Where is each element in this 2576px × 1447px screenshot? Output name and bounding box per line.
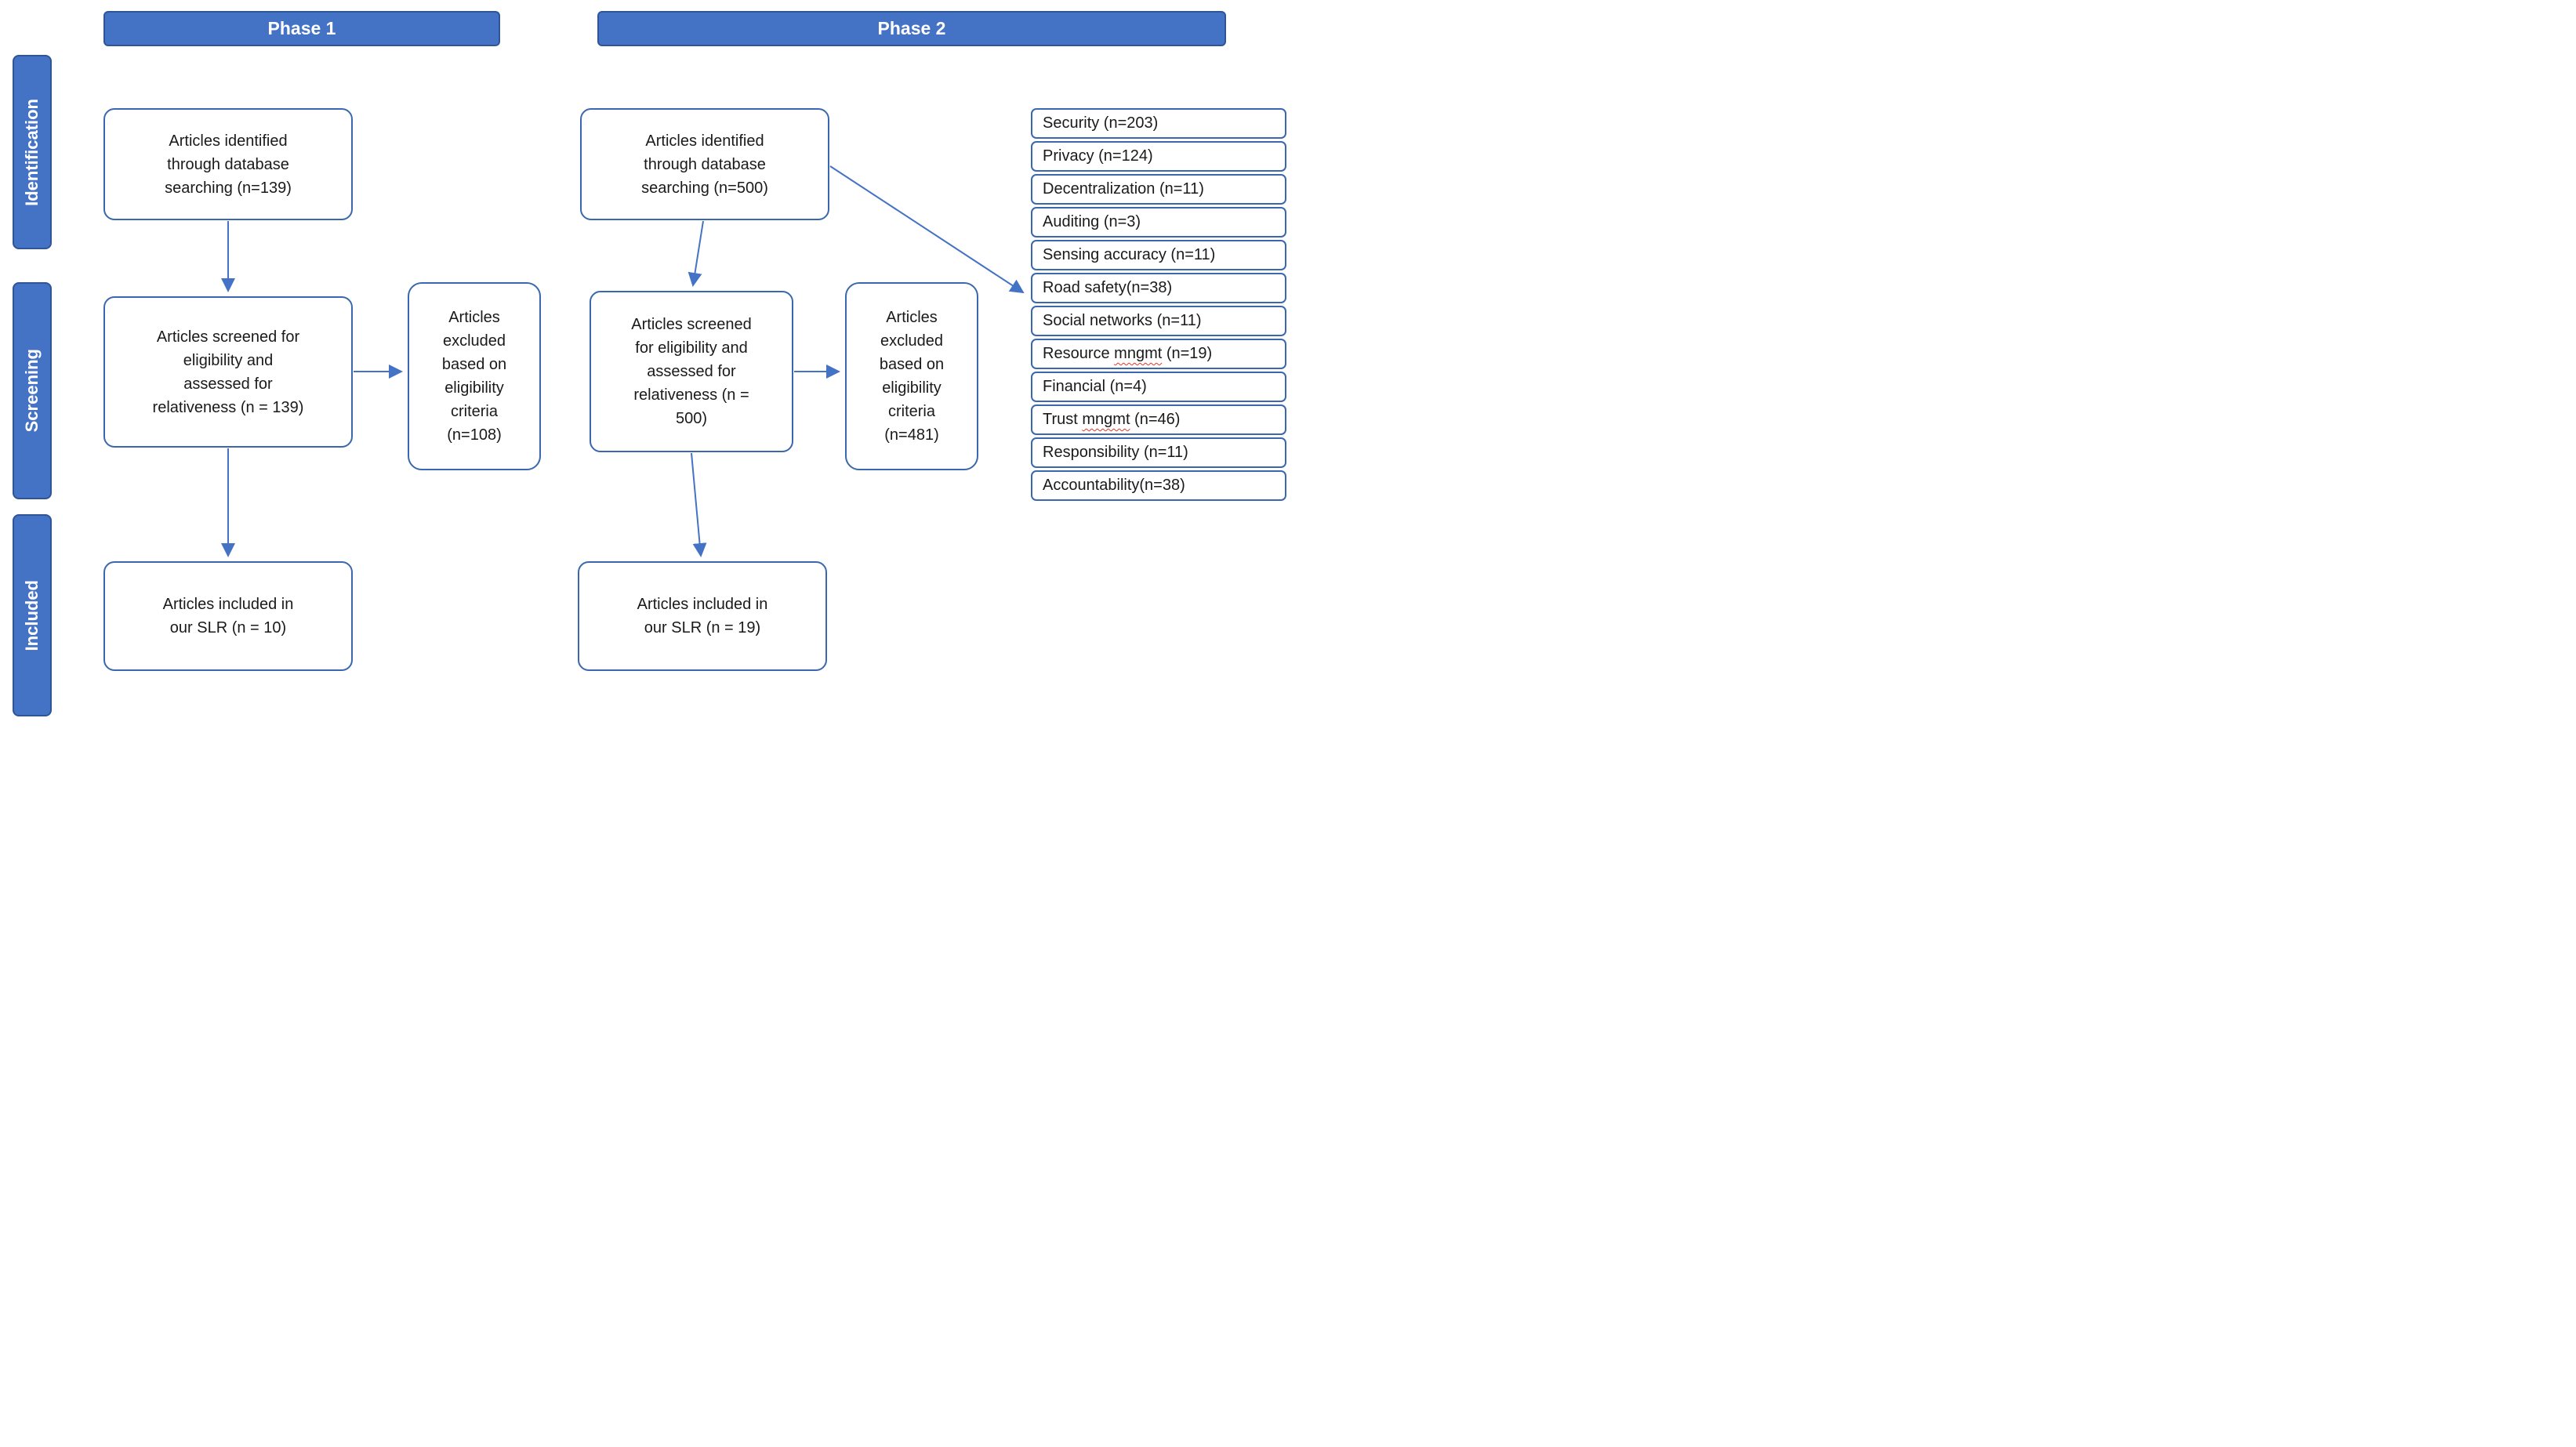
topic-list-item-text: (n=19) [1162, 345, 1213, 362]
topic-list-item: Privacy (n=124) [1031, 141, 1286, 172]
phase2-header: Phase 2 [597, 11, 1226, 46]
stage-bar-included-label: Included [22, 579, 42, 651]
arrow-p2-screened-to-included [691, 452, 707, 557]
phase1-excluded-text: Articles excluded based on eligibility c… [441, 309, 507, 444]
topic-list-item: Decentralization (n=11) [1031, 174, 1286, 205]
stage-bar-identification: Identification [13, 55, 52, 249]
topic-list-item: Accountability(n=38) [1031, 470, 1286, 501]
misspelled-word: mngmt [1114, 345, 1163, 362]
phase1-header-label: Phase 1 [267, 18, 336, 38]
phase1-screened-box: Articles screened for eligibility and as… [103, 296, 353, 448]
phase2-included-box: Articles included in our SLR (n = 19) [578, 561, 827, 671]
topic-list-item: Financial (n=4) [1031, 372, 1286, 402]
stage-bar-screening-label: Screening [22, 349, 42, 433]
phase1-header: Phase 1 [103, 11, 500, 46]
topic-list-item-text: Trust [1043, 411, 1083, 428]
stage-bar-screening: Screening [13, 282, 52, 499]
topic-list: Security (n=203)Privacy (n=124)Decentral… [1031, 108, 1286, 501]
phase2-identified-text: Articles identified through database sea… [641, 132, 768, 197]
stage-bar-identification-label: Identification [22, 98, 42, 206]
topic-list-item: Trust mngmt (n=46) [1031, 404, 1286, 435]
topic-list-item: Security (n=203) [1031, 108, 1286, 139]
stage-bar-included: Included [13, 514, 52, 716]
slr-prisma-flow-diagram: Phase 1 Phase 2 Identification Screening… [0, 0, 1288, 724]
topic-list-item: Road safety(n=38) [1031, 273, 1286, 303]
phase2-excluded-box: Articles excluded based on eligibility c… [845, 282, 978, 470]
phase2-screened-box: Articles screened for eligibility and as… [590, 291, 793, 452]
arrow-p2-identified-to-screened [688, 220, 704, 287]
phase1-identified-box: Articles identified through database sea… [103, 108, 353, 220]
phase1-identified-text: Articles identified through database sea… [165, 132, 292, 197]
arrow-p2-identified-to-topic-list [829, 165, 1025, 294]
topic-list-item-text: (n=46) [1130, 411, 1181, 428]
phase1-included-text: Articles included in our SLR (n = 10) [162, 596, 294, 636]
topic-list-item-text: Resource [1043, 345, 1115, 362]
phase2-identified-box: Articles identified through database sea… [580, 108, 829, 220]
phase2-included-text: Articles included in our SLR (n = 19) [637, 596, 768, 636]
phase1-screened-text: Articles screened for eligibility and as… [152, 328, 304, 416]
misspelled-word: mngmt [1082, 411, 1130, 428]
phase2-excluded-text: Articles excluded based on eligibility c… [879, 309, 945, 444]
topic-list-item: Responsibility (n=11) [1031, 437, 1286, 468]
topic-list-item: Social networks (n=11) [1031, 306, 1286, 336]
phase2-screened-text: Articles screened for eligibility and as… [631, 316, 752, 427]
phase1-included-box: Articles included in our SLR (n = 10) [103, 561, 353, 671]
phase2-header-label: Phase 2 [877, 18, 946, 38]
topic-list-item: Sensing accuracy (n=11) [1031, 240, 1286, 270]
topic-list-item: Auditing (n=3) [1031, 207, 1286, 238]
topic-list-item: Resource mngmt (n=19) [1031, 339, 1286, 369]
phase1-excluded-box: Articles excluded based on eligibility c… [408, 282, 541, 470]
